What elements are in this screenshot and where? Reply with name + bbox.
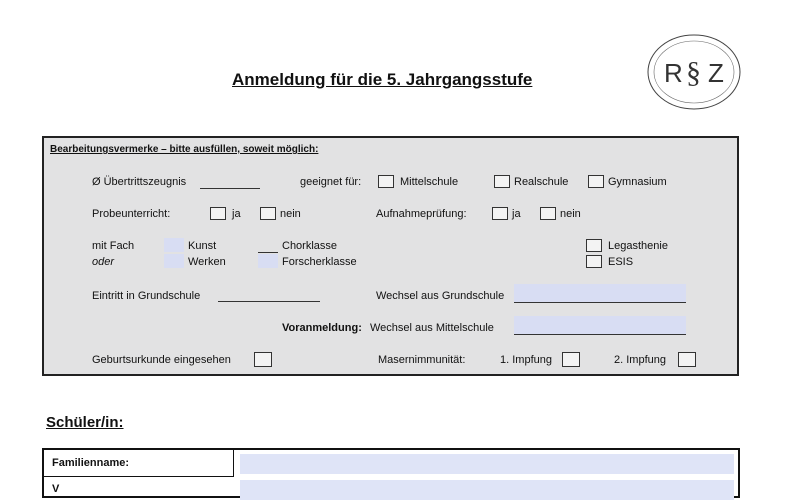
impfung2-label: 2. Impfung: [614, 354, 666, 366]
probe-ja-label: ja: [232, 208, 241, 220]
chorklasse-label: Chorklasse: [282, 240, 338, 252]
probe-label: Probeunterricht:: [92, 208, 171, 220]
geburtsurkunde-checkbox[interactable]: [254, 352, 272, 367]
vorname-label: V: [52, 483, 60, 495]
probe-nein-label: nein: [280, 208, 301, 220]
eintritt-label: Eintritt in Grundschule: [92, 290, 201, 302]
werken-label: Werken: [188, 256, 226, 268]
page-title: Anmeldung für die 5. Jahrgangsstufe: [232, 70, 533, 89]
probe-ja-checkbox[interactable]: [210, 207, 226, 220]
svg-text:R: R: [664, 58, 683, 88]
zeugnis-label: Ø Übertrittszeugnis: [92, 176, 187, 188]
voranmeldung-label: Voranmeldung:: [282, 322, 362, 334]
wechsel-ms-field[interactable]: [514, 316, 686, 335]
vorname-input[interactable]: [240, 480, 734, 500]
mittelschule-label: Mittelschule: [400, 176, 459, 188]
familienname-input[interactable]: [240, 454, 734, 474]
chorklasse-field[interactable]: [258, 252, 278, 253]
suitable-label: geeignet für:: [300, 176, 362, 188]
mit-fach-label: mit Fach: [92, 240, 135, 252]
svg-text:§: §: [686, 56, 701, 89]
gymnasium-checkbox[interactable]: [588, 175, 604, 188]
kunst-field[interactable]: [164, 238, 184, 252]
aufnahme-nein-checkbox[interactable]: [540, 207, 556, 220]
school-logo: R § Z: [647, 34, 741, 110]
processing-notes-panel: Bearbeitungsvermerke – bitte ausfüllen, …: [42, 136, 739, 376]
zeugnis-field[interactable]: [200, 188, 260, 189]
wechsel-gs-field[interactable]: [514, 284, 686, 303]
esis-label: ESIS: [608, 256, 634, 268]
aufnahme-ja-label: ja: [512, 208, 521, 220]
student-table: Familienname: V: [42, 448, 740, 500]
forscherklasse-label: Forscherklasse: [282, 256, 357, 268]
impfung2-checkbox[interactable]: [678, 352, 696, 367]
aufnahme-nein-label: nein: [560, 208, 581, 220]
forscherklasse-field[interactable]: [258, 254, 278, 268]
werken-field[interactable]: [164, 254, 184, 268]
familienname-label: Familienname:: [52, 457, 130, 469]
aufnahme-ja-checkbox[interactable]: [492, 207, 508, 220]
wechsel-gs-label: Wechsel aus Grundschule: [376, 290, 505, 302]
eintritt-field[interactable]: [218, 301, 320, 302]
impfung1-checkbox[interactable]: [562, 352, 580, 367]
svg-text:Z: Z: [708, 58, 724, 88]
gymnasium-label: Gymnasium: [608, 176, 667, 188]
wechsel-ms-label: Wechsel aus Mittelschule: [370, 322, 494, 334]
student-section-title: Schüler/in:: [46, 414, 124, 431]
oder-label: oder: [92, 256, 115, 268]
panel-heading: Bearbeitungsvermerke – bitte ausfüllen, …: [50, 144, 319, 155]
realschule-checkbox[interactable]: [494, 175, 510, 188]
mittelschule-checkbox[interactable]: [378, 175, 394, 188]
aufnahme-label: Aufnahmeprüfung:: [376, 208, 467, 220]
masern-label: Masernimmunität:: [378, 354, 466, 366]
probe-nein-checkbox[interactable]: [260, 207, 276, 220]
esis-checkbox[interactable]: [586, 255, 602, 268]
kunst-label: Kunst: [188, 240, 217, 252]
impfung1-label: 1. Impfung: [500, 354, 552, 366]
legasthenie-checkbox[interactable]: [586, 239, 602, 252]
familienname-cell: Familienname:: [44, 450, 234, 477]
legasthenie-label: Legasthenie: [608, 240, 668, 252]
realschule-label: Realschule: [514, 176, 569, 188]
geburtsurkunde-label: Geburtsurkunde eingesehen: [92, 354, 231, 366]
